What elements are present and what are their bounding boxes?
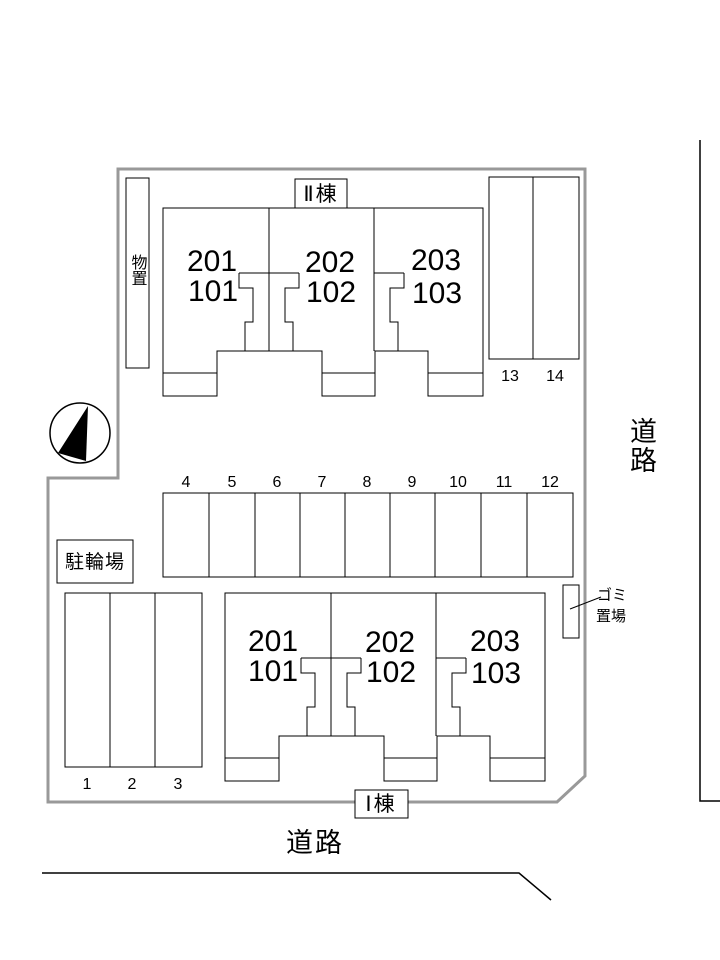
building-1-outline xyxy=(224,592,546,782)
building-2-entrance-102 xyxy=(269,272,300,351)
parking-row-middle: 4 5 6 7 8 9 10 11 12 xyxy=(162,474,574,578)
garbage-label-line1: ゴミ xyxy=(597,586,627,604)
parking-spot-label: 1 xyxy=(83,776,92,793)
parking-row-bottom: 1 2 3 xyxy=(64,592,203,793)
bicycle-parking: 駐輪場 xyxy=(56,539,134,584)
building-2-entrance-101 xyxy=(238,272,269,351)
building-1-entrance-102 xyxy=(331,657,362,736)
parking-spot-label: 13 xyxy=(501,368,519,385)
unit-label: 203 xyxy=(411,244,461,277)
road-edge-bottom xyxy=(42,872,552,901)
parking-spot-label: 2 xyxy=(128,776,137,793)
building-1-entrance-103 xyxy=(436,657,467,736)
building-2-nameplate: Ⅱ棟 xyxy=(303,183,338,206)
compass xyxy=(49,402,111,464)
building-2-entrance-103 xyxy=(374,272,405,351)
roads: 道路 道路 xyxy=(42,140,720,901)
compass-circle xyxy=(49,402,111,464)
unit-label: 201 xyxy=(248,625,298,658)
parking-spot-label: 10 xyxy=(449,474,467,491)
building-2-unit-dividers xyxy=(268,208,375,351)
unit-label: 103 xyxy=(471,657,521,690)
building-2-nameplate-box xyxy=(294,178,348,209)
parking-1-3-dividers xyxy=(109,593,156,767)
property-boundary xyxy=(46,167,587,804)
building-1: 201 101 202 102 203 103 xyxy=(224,592,546,782)
garbage-label-line2: 置場 xyxy=(596,608,626,625)
parking-spot-label: 14 xyxy=(546,368,564,385)
compass-needle xyxy=(58,406,88,461)
unit-label: 102 xyxy=(306,276,356,309)
parking-4-12-outline xyxy=(162,492,574,578)
unit-label: 203 xyxy=(470,625,520,658)
building-1-unit-dividers xyxy=(330,593,437,736)
garbage-area: ゴミ 置場 xyxy=(562,584,627,639)
storage-label: 物置 xyxy=(129,254,148,286)
parking-spot-label: 5 xyxy=(228,474,237,491)
unit-label: 101 xyxy=(248,655,298,688)
storage-shed: 物置 xyxy=(125,177,150,369)
parking-1-3-outline xyxy=(64,592,203,768)
storage-box xyxy=(125,177,150,369)
unit-label: 103 xyxy=(412,277,462,310)
building-name-plates: Ⅱ棟 Ⅰ棟 xyxy=(294,178,409,819)
unit-label: 201 xyxy=(187,245,237,278)
building-1-nameplate: Ⅰ棟 xyxy=(365,793,396,816)
road-label-right: 道路 xyxy=(626,417,656,475)
parking-spot-label: 12 xyxy=(541,474,559,491)
road-edge-right xyxy=(699,140,720,802)
unit-label: 101 xyxy=(188,275,238,308)
parking-spot-label: 3 xyxy=(174,776,183,793)
road-label-bottom: 道路 xyxy=(286,828,344,858)
unit-label: 202 xyxy=(365,626,415,659)
parking-spot-label: 7 xyxy=(318,474,327,491)
building-2-outline xyxy=(162,207,484,397)
bicycle-parking-box xyxy=(56,539,134,584)
parking-spot-label: 11 xyxy=(496,474,513,491)
parking-spot-label: 9 xyxy=(408,474,417,491)
parking-spot-label: 8 xyxy=(363,474,372,491)
building-1-nameplate-box xyxy=(354,789,409,819)
parking-4-12-dividers xyxy=(208,493,528,577)
building-2: 201 101 202 102 203 103 xyxy=(162,207,484,397)
garbage-leader-line xyxy=(569,596,602,610)
bicycle-parking-label: 駐輪場 xyxy=(65,551,125,573)
building-1-entrance-101 xyxy=(300,657,331,736)
parking-spot-label: 6 xyxy=(273,474,282,491)
unit-label: 202 xyxy=(305,246,355,279)
unit-label: 102 xyxy=(366,656,416,689)
parking-spot-label: 4 xyxy=(182,474,191,491)
parking-13-14-outline xyxy=(488,176,580,360)
parking-row-top: 13 14 xyxy=(488,176,580,385)
garbage-box xyxy=(562,584,580,639)
